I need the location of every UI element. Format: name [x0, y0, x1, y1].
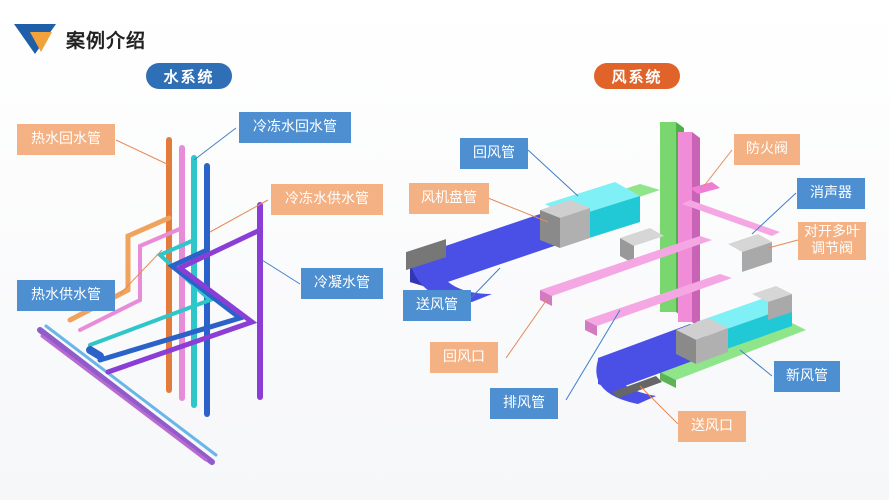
label-hot-water-supply: 热水供水管 [17, 280, 115, 311]
water-system-heading: 水系统 [146, 63, 232, 89]
water-pipes [37, 137, 263, 465]
label-condensate-pipe: 冷凝水管 [301, 268, 383, 299]
label-return-air-outlet: 回风口 [430, 342, 498, 373]
label-fresh-air-duct: 新风管 [774, 361, 840, 392]
label-damper-line-1: 对开多叶 [804, 224, 860, 240]
air-ducts [406, 122, 806, 404]
label-supply-air-outlet: 送风口 [678, 411, 746, 442]
company-logo-icon [14, 24, 56, 54]
air-system-heading: 风系统 [594, 63, 680, 89]
label-exhaust-air-duct: 排风管 [490, 388, 558, 419]
label-fan-coil-duct: 风机盘管 [409, 183, 489, 214]
label-fire-damper: 防火阀 [734, 134, 800, 165]
label-supply-air-duct: 送风管 [403, 290, 471, 321]
label-damper-line-2: 调节阀 [811, 241, 853, 257]
label-opposed-blade-damper: 对开多叶 调节阀 [798, 222, 866, 260]
label-hot-water-return: 热水回水管 [17, 124, 115, 155]
label-silencer: 消声器 [797, 178, 865, 209]
label-chilled-water-supply: 冷冻水供水管 [271, 184, 383, 215]
page-title: 案例介绍 [66, 30, 147, 52]
label-chilled-water-return: 冷冻水回水管 [239, 112, 351, 143]
label-return-air-duct: 回风管 [460, 138, 528, 169]
